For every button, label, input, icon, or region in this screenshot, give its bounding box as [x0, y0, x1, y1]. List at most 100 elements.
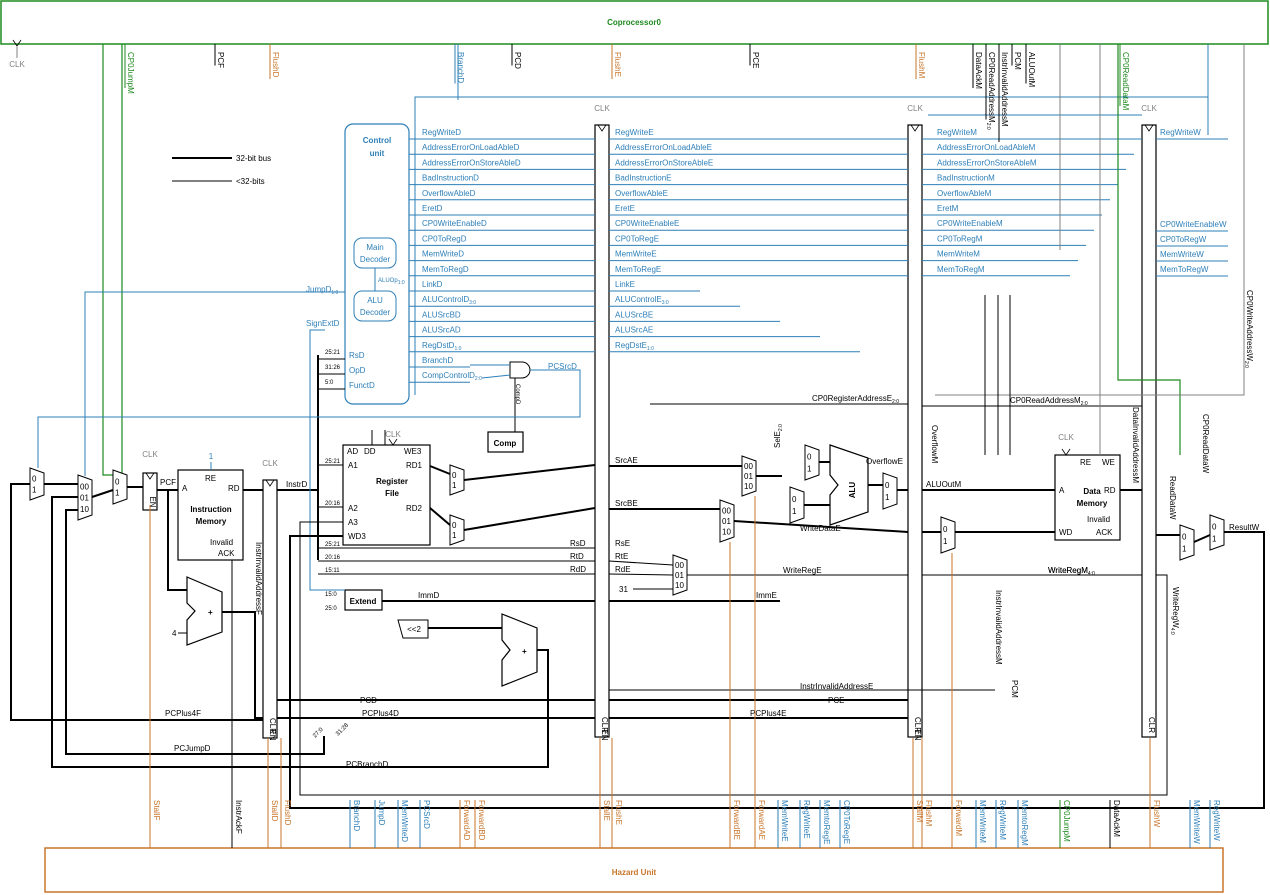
legend-bus-label: 32-bit bus [236, 154, 271, 163]
data-invalid-address-m-label: DataInvalidAddressM [1131, 407, 1140, 483]
control-e-addresserroronstoreablee: AddressErrorOnStoreAbleE [615, 158, 713, 167]
bottom-signal-branchd-4: BranchD [352, 800, 361, 831]
comparator-block [487, 431, 524, 453]
bottom-signal-flushm-18: FlushM [924, 800, 933, 827]
pipeline-register-de [594, 124, 610, 738]
alu-decoder-label-2: Decoder [360, 308, 391, 317]
bottom-signal-cp0jumpm-24: CP0JumpM [1062, 800, 1071, 842]
de-en-label: EN [600, 729, 609, 740]
immd-label: ImmD [418, 591, 440, 600]
decode-field-rsd: RsD [349, 351, 365, 360]
hazard-unit-block [44, 847, 1224, 893]
comparator-label: Comp [494, 439, 517, 448]
instr-bit-range-4: 15:11 [325, 568, 340, 574]
compd-label: CompD [514, 384, 520, 405]
control-w-regwritew: RegWriteW [1160, 128, 1201, 137]
pcplus4e-label: PCPlus4E [750, 709, 786, 718]
rtd-label: RtD [570, 552, 584, 561]
pipeline-register-mw-clr-label: CLR [1147, 717, 1156, 733]
pipeline-register-em [907, 124, 923, 738]
coprocessor-clk-label: CLK [9, 60, 25, 69]
sele-mux-input-label: 0 [807, 453, 812, 462]
reg-file-title-2: File [385, 489, 399, 498]
forward-ae-mux-input-label: 01 [744, 472, 753, 481]
control-d-eretd: EretD [422, 204, 443, 213]
reg-we3-port: WE3 [404, 447, 422, 456]
bottom-signal-memtoregm-23: MemtoRegM [1020, 800, 1029, 846]
compcontrol-wire [481, 374, 511, 379]
forward-be-mux-input-label: 10 [722, 528, 731, 537]
control-m-memtoregm: MemToRegM [937, 265, 985, 274]
instr-invalid-address-m-label: InstrInvalidAddressM [994, 590, 1003, 665]
pc-clock-icon [145, 472, 155, 480]
bottom-signal-regwritem-22: RegWriteM [998, 800, 1007, 840]
control-d-overflowabled: OverflowAbleD [422, 189, 476, 198]
control-e-cp0torege: CP0ToRegE [615, 234, 659, 243]
reg-file-clock-icon [388, 438, 398, 446]
rte-label: RtE [615, 552, 628, 561]
pcsrcd-wire [37, 369, 581, 468]
alu-decoder-label: ALU [367, 296, 383, 305]
instr-invalid-address-f-label: InstrInvalidAddressF [254, 542, 263, 615]
readdata-mux-input-label: 1 [1182, 544, 1187, 553]
top-signal-cp0readaddressm: CP0ReadAddressM2:0 [985, 52, 996, 130]
forward-ae-mux-input-label: 10 [744, 482, 753, 491]
reg-a3-port: A3 [348, 518, 358, 527]
pc-jump-mux-input-label: 10 [80, 505, 89, 514]
bottom-signal-forwardad-8: ForwardAD [462, 800, 471, 841]
control-d-cp0writeenabled: CP0WriteEnableD [422, 219, 487, 228]
signextd-label: SignExtD [306, 319, 340, 328]
bottom-signal-flushw-26: FlushW [1152, 800, 1161, 828]
pcplus4f-loop-bus [10, 483, 263, 721]
control-e-memtorege: MemToRegE [615, 265, 661, 274]
bottom-signal-instrackf-1: InstrAckF [234, 800, 243, 834]
data-mem-rd-port: RD [1104, 486, 1116, 495]
pcbranchd-label: PCBranchD [346, 760, 388, 769]
decode-bits-0: 25:21 [325, 350, 341, 356]
instr-bit-range-6: 25:0 [325, 606, 337, 612]
pc-plus4-adder [186, 576, 223, 646]
pipeline-register-mw-clk-label: CLK [1141, 104, 1157, 113]
data-mem-title: Data [1083, 487, 1101, 496]
pcbranchd-loop [51, 496, 290, 768]
result-mux-input-label: 0 [1212, 523, 1217, 532]
control-m-overflowablem: OverflowAbleM [937, 189, 992, 198]
top-signal-flushd: FlushD [271, 52, 280, 78]
reg-file-title: Register [376, 477, 408, 486]
regdst-mux-input-label: 10 [675, 581, 684, 590]
instr-bit-range-0: 25:21 [325, 459, 341, 465]
data-mem-ack-port: ACK [1096, 528, 1113, 537]
control-d-addresserroronstoreabled: AddressErrorOnStoreAbleD [422, 158, 521, 167]
pcf-to-adder-bus [167, 490, 187, 591]
bottom-signal-stalle-10: StallE [602, 800, 611, 821]
pipeline-register-fd-clock-icon [265, 479, 275, 487]
cp0-read-address-m-label: CP0ReadAddressM2:0 [1010, 396, 1088, 407]
forward-bd-mux-input-label: 0 [452, 521, 457, 530]
control-unit-title-2: unit [370, 149, 385, 158]
control-e-erete: EretE [615, 204, 635, 213]
legend-bits-label: <32-bits [236, 177, 265, 186]
cp0readdataw-label: CP0ReadDataW [1201, 414, 1210, 474]
control-m-memwritem: MemWriteM [937, 250, 980, 259]
srcae-label: SrcAE [615, 456, 638, 465]
jumpd-wire [84, 291, 345, 476]
data-mem-wd-port: WD [1059, 528, 1073, 537]
coprocessor-clock-icon [12, 39, 22, 47]
pcbranch-bus [290, 649, 549, 768]
mem-forward-mux-input-label: 0 [943, 525, 948, 534]
pipeline-register-fd-clr-label: CLR [268, 718, 277, 734]
data-mem-a-port: A [1059, 486, 1065, 495]
pc-source-mux-input-label: 0 [32, 475, 37, 484]
pc-clk-label: CLK [142, 450, 158, 459]
branch-adder [501, 613, 538, 687]
instr-bit-range-2: 25:21 [325, 542, 341, 548]
writeregm-label: WriteRegM4:0 [1048, 566, 1095, 577]
control-e-overflowablee: OverflowAbleE [615, 189, 668, 198]
alu-label: ALU [848, 482, 857, 499]
bottom-signal-flushe-11: FlushE [614, 800, 623, 825]
control-d-addresserroronloadabled: AddressErrorOnLoadAbleD [422, 143, 520, 152]
control-d-cp0toregd: CP0ToRegD [422, 234, 467, 243]
aluop-label: ALUOp1:0 [378, 278, 405, 286]
pc-source-mux [29, 467, 45, 501]
bottom-signal-jumpd-5: JumpD [377, 800, 386, 826]
